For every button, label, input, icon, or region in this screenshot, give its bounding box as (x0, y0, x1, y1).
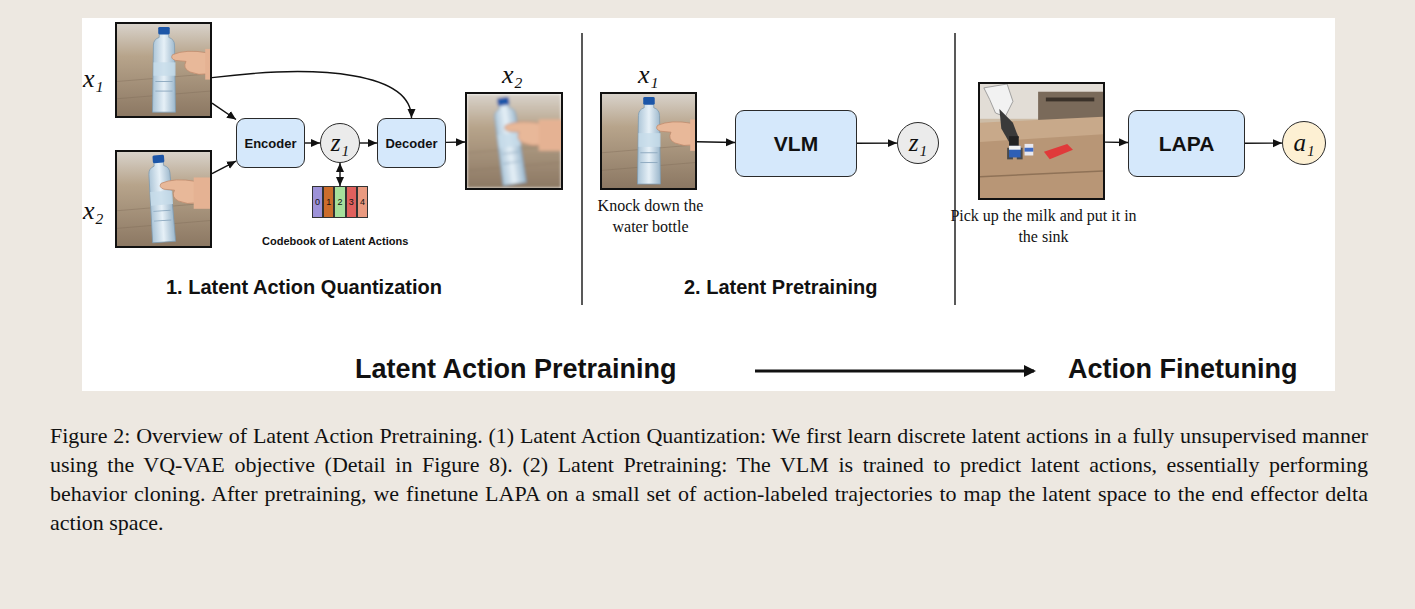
latent-symbol: z₁ (331, 129, 349, 157)
flow-arrow (1105, 141, 1128, 143)
code-index: 4 (360, 197, 365, 207)
flow-arrow (857, 142, 897, 144)
photo-illustration (117, 24, 210, 116)
code-index: 2 (337, 197, 342, 207)
separator-line (581, 33, 583, 305)
frame-symbol: x₂ (502, 60, 523, 90)
box-label: LAPA (1159, 132, 1215, 156)
stage-arrow (755, 370, 1034, 373)
flow-arrow (212, 103, 236, 119)
action-circle: a₁ (1282, 121, 1326, 165)
latent-symbol: z₁ (909, 129, 927, 157)
flow-arrow (1245, 142, 1282, 144)
box-label: Decoder (385, 136, 437, 151)
box-label: VLM (774, 132, 818, 156)
box-label: Encoder (244, 136, 296, 151)
lapa-box: LAPA (1128, 110, 1245, 177)
flow-arrow (212, 161, 236, 174)
photo-illustration (602, 94, 695, 188)
photo-illustration (467, 94, 561, 188)
vlm-box: VLM (735, 110, 857, 177)
task-instruction: Knock down the water bottle (580, 195, 721, 237)
latent-symbol: a₁ (1293, 129, 1314, 157)
figure-panel (82, 18, 1335, 391)
flow-arrow (212, 72, 412, 118)
encoder-box: Encoder (236, 118, 305, 168)
codebook-cell: 0 (312, 186, 323, 218)
codebook-cell: 1 (323, 186, 334, 218)
flow-arrow (446, 141, 465, 143)
frame-symbol: x₁ (638, 60, 659, 90)
task-instruction: Pick up the milk and put it in the sink (947, 205, 1140, 247)
codebook-label: Codebook of Latent Actions (262, 235, 408, 247)
codebook-cell: 2 (334, 186, 345, 218)
photo-illustration (980, 84, 1103, 198)
latent-circle: z₁ (897, 122, 939, 164)
photo-frame-x2-decoded: x₂ (465, 92, 563, 190)
codebook-cell: 3 (346, 186, 357, 218)
section-title: 2. Latent Pretraining (684, 276, 877, 299)
flow-arrow (339, 163, 340, 186)
photo-frame-robot: Pick up the milk and put it in the sink (978, 82, 1105, 200)
figure-caption: Figure 2: Overview of Latent Action Pret… (50, 421, 1368, 537)
code-index: 1 (326, 197, 331, 207)
section-title: 1. Latent Action Quantization (166, 276, 442, 299)
flow-arrow (360, 142, 377, 143)
codebook-cell: 4 (357, 186, 368, 218)
frame-symbol: x₁ (83, 64, 104, 94)
photo-frame-x1-task: x₁Knock down the water bottle (600, 92, 697, 190)
flow-arrow (305, 142, 320, 143)
photo-frame-x2: x₂ (115, 150, 212, 248)
decoder-box: Decoder (377, 118, 446, 168)
separator-line (954, 33, 956, 305)
flow-arrow (697, 141, 735, 143)
code-index: 3 (349, 197, 354, 207)
latent-circle: z₁ (320, 123, 360, 163)
frame-symbol: x₂ (83, 196, 104, 226)
stage-title: Action Finetuning (1068, 354, 1297, 385)
stage-title: Latent Action Pretraining (355, 354, 677, 385)
code-index: 0 (315, 197, 320, 207)
photo-illustration (117, 152, 210, 246)
photo-frame-x1: x₁ (115, 22, 212, 118)
